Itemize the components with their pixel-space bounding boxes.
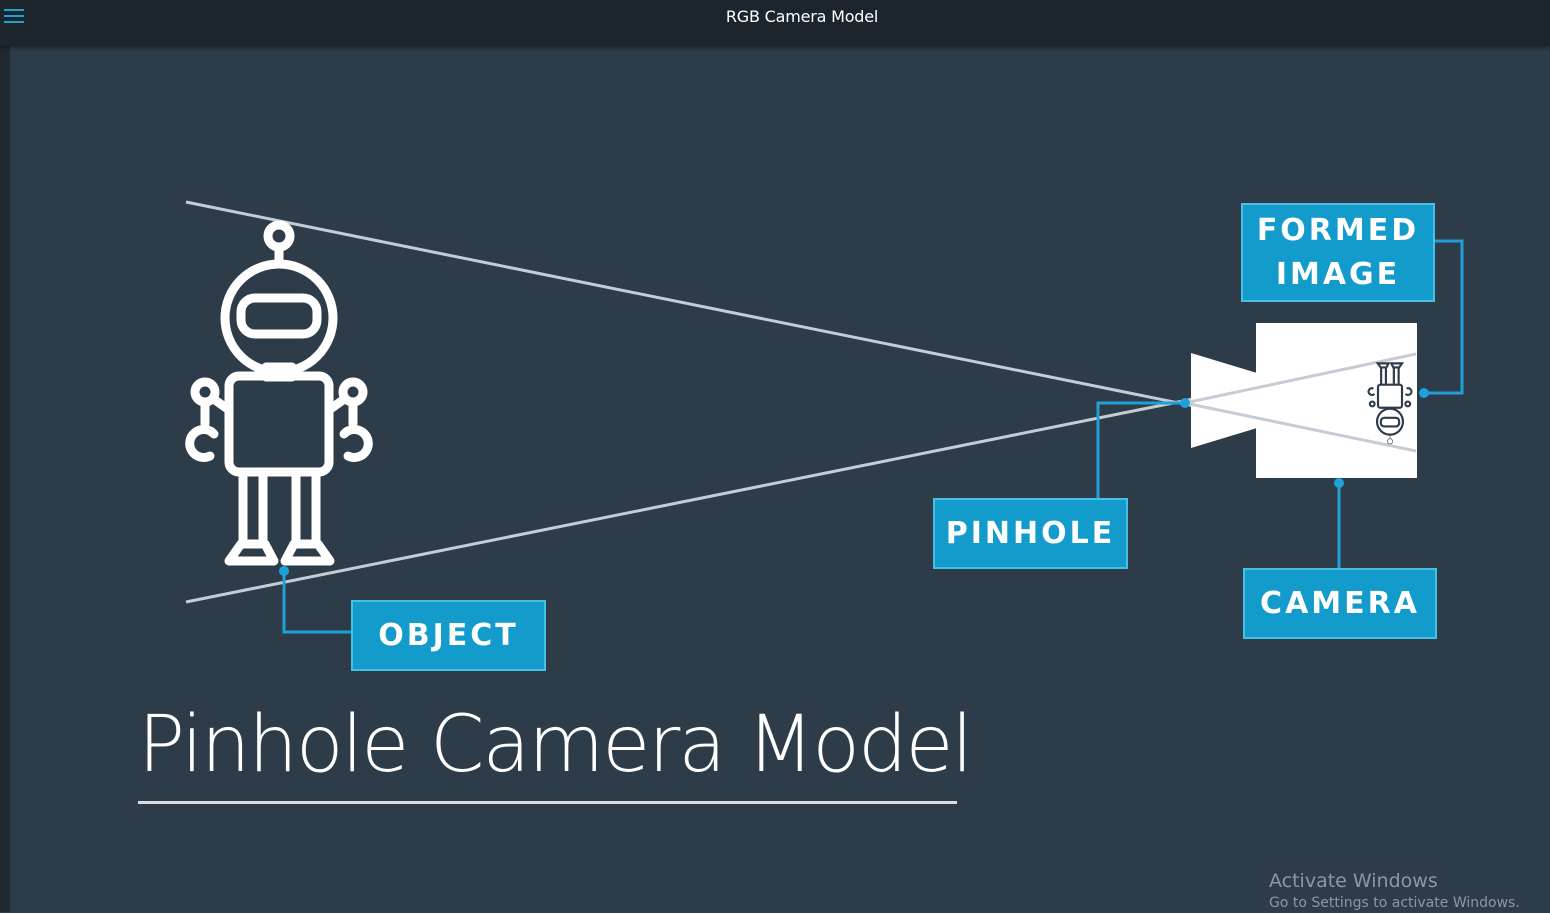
activate-windows-watermark: Activate Windows Go to Settings to activ… [1269,869,1520,913]
pinhole-label: PINHOLE [933,498,1128,569]
object-label: OBJECT [351,600,546,671]
watermark-title: Activate Windows [1269,870,1438,892]
formed-image-label: FORMED IMAGE [1241,203,1435,302]
formed-image-leader [1424,239,1464,395]
slide-title: Pinhole Camera Model [138,700,973,790]
title-underline [138,801,957,804]
pinhole-leader [1096,401,1185,498]
object-leader [282,571,351,634]
camera-label: CAMERA [1243,568,1437,639]
leader-lines [282,239,1464,634]
left-strip [0,46,10,912]
title-bar: RGB Camera Model [0,0,1550,46]
window-title: RGB Camera Model [725,7,879,26]
inverted-robot-icon [1367,362,1413,445]
video-camera-icon [1184,323,1417,478]
watermark-subtitle: Go to Settings to activate Windows. [1269,895,1520,911]
leader-dots [279,388,1429,576]
robot-icon [185,220,373,566]
hamburger-menu-icon[interactable] [2,4,28,30]
